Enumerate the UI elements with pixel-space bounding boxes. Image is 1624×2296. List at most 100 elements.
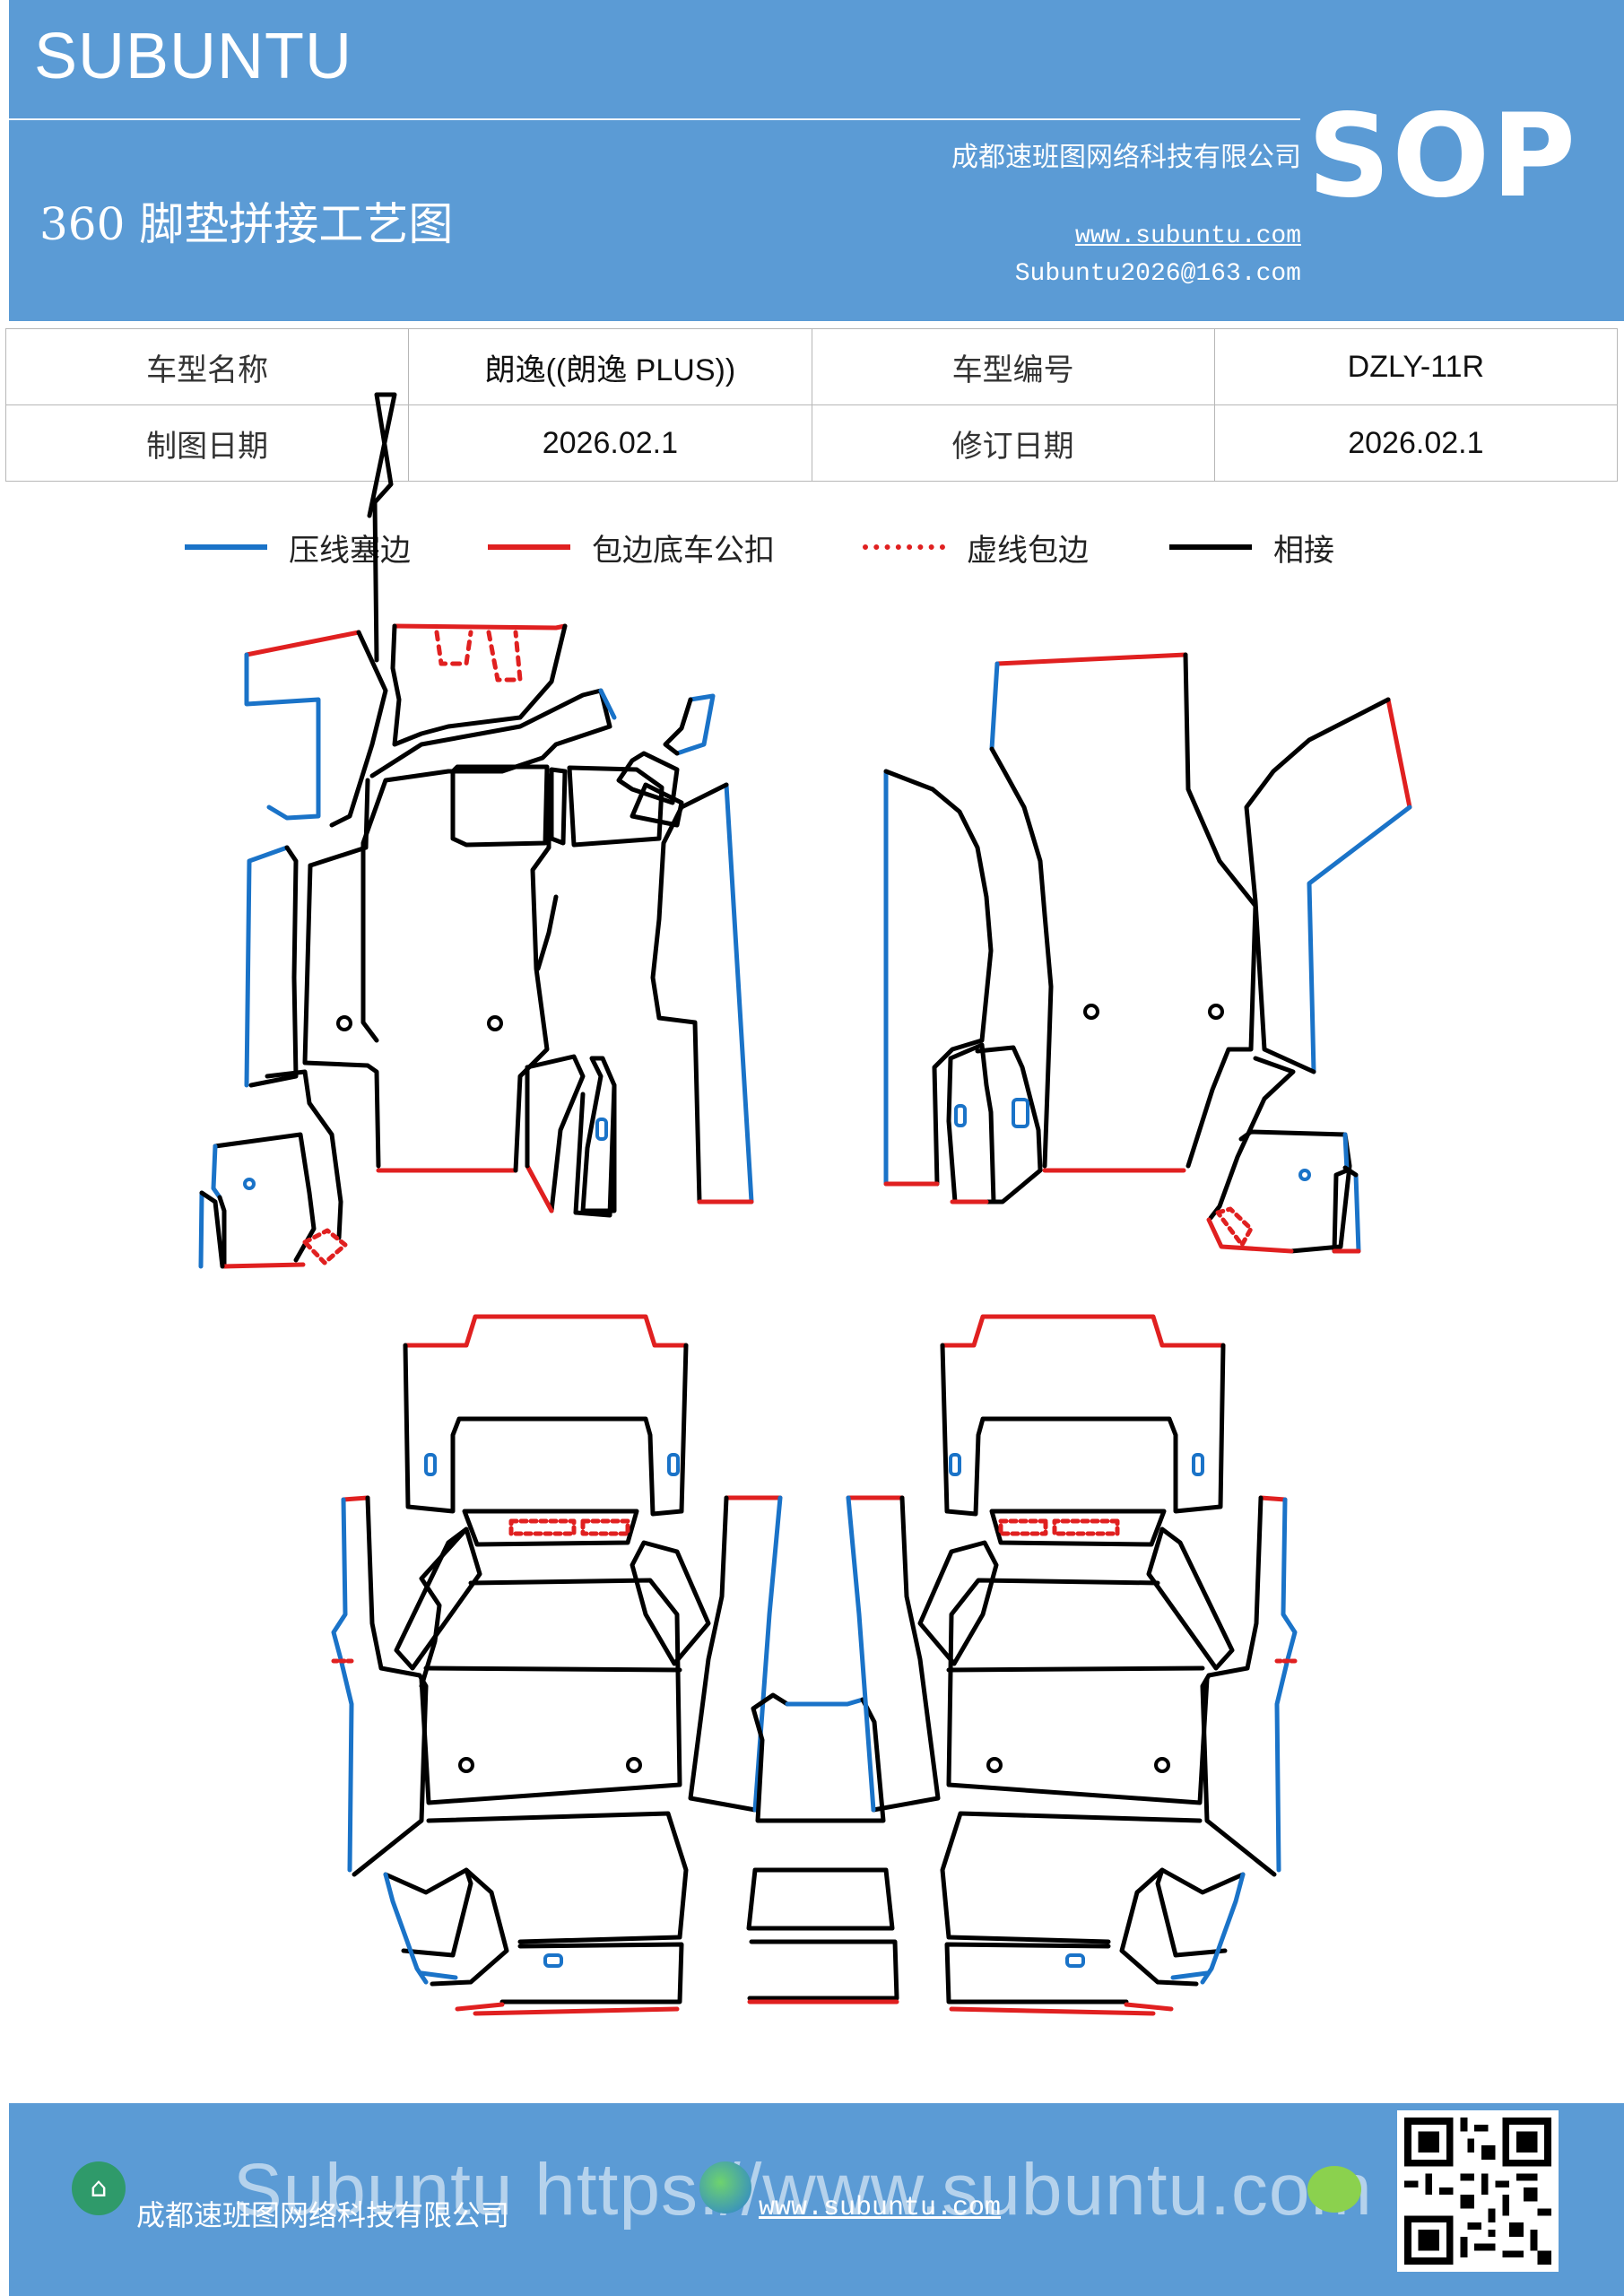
qr-code-graphic	[1404, 2118, 1551, 2265]
mat-piece	[1206, 1217, 1294, 1254]
model-name-label: 车型名称	[4, 328, 410, 405]
mat-piece	[1342, 1132, 1361, 1254]
mat-piece	[525, 1163, 554, 1213]
mat-piece	[724, 782, 754, 1205]
mat-piece	[367, 392, 397, 663]
mat-piece	[630, 782, 684, 828]
mat-hole	[336, 1015, 352, 1031]
legend-swatch-black	[1169, 544, 1252, 550]
mat-piece	[213, 1132, 317, 1263]
table-row: 制图日期 2026.02.1 修订日期 2026.02.1	[4, 404, 1619, 482]
mat-piece	[1244, 697, 1391, 1074]
mat-clip-slot	[949, 1453, 961, 1476]
legend-label: 虚线包边	[967, 532, 1089, 569]
mat-piece	[616, 751, 680, 805]
mat-piece	[499, 1942, 684, 2005]
mat-piece	[1183, 652, 1258, 1169]
mat-clip-slot	[1192, 1453, 1204, 1476]
mat-piece	[244, 630, 361, 657]
legend-swatch-red	[488, 544, 570, 550]
mat-piece	[341, 1495, 370, 1502]
mat-piece	[940, 1314, 1226, 1348]
globe-icon	[699, 2161, 751, 2213]
mat-piece	[221, 1262, 306, 1269]
company-name: 成都速班图网络科技有限公司	[951, 142, 1301, 173]
mat-piece	[525, 1054, 586, 1213]
footer-company: 成都速班图网络科技有限公司	[136, 2198, 510, 2232]
mat-piece	[846, 1495, 876, 1813]
revision-date-value: 2026.02.1	[1213, 404, 1619, 482]
mat-piece	[1332, 1165, 1359, 1254]
legend-swatch-red-dotted	[863, 544, 945, 550]
mat-piece	[450, 764, 550, 848]
mat-piece	[423, 1665, 682, 1673]
mat-piece	[746, 1867, 895, 1931]
mat-piece	[989, 746, 1054, 1169]
sop-label: SOP	[1307, 90, 1577, 223]
revision-date-label: 修订日期	[811, 404, 1215, 482]
mat-piece	[434, 630, 523, 683]
mat-piece	[419, 1578, 682, 1805]
header-banner: SUBUNTU 360 脚垫拼接工艺图 成都速班图网络科技有限公司 www.su…	[9, 0, 1624, 321]
mat-piece	[871, 1495, 941, 1813]
wechat-icon	[1307, 2166, 1361, 2213]
rear-right-mat	[846, 1314, 1298, 2016]
footer-website-link[interactable]: www.subuntu.com	[759, 2193, 1002, 2223]
mat-piece	[946, 1665, 1205, 1673]
mat-piece	[455, 2002, 680, 2016]
mat-piece	[403, 1343, 689, 1517]
vehicle-info-table: 车型名称 朗逸((朗逸 PLUS)) 车型编号 DZLY-11R 制图日期 20…	[4, 328, 1619, 482]
mat-clip-slot	[954, 1104, 967, 1127]
mat-clip-slot	[1065, 1953, 1085, 1968]
mat-piece	[598, 688, 617, 720]
mat-piece	[244, 845, 290, 1088]
header-divider	[9, 118, 1300, 120]
home-icon: ⌂	[72, 2161, 126, 2215]
mat-piece	[747, 1939, 899, 2001]
mat-piece	[580, 1056, 617, 1213]
mat-piece	[1155, 1867, 1246, 1958]
floor-mat-diagram	[198, 392, 1412, 2016]
mat-piece	[940, 1343, 1226, 1517]
mat-piece	[1215, 1206, 1254, 1248]
mat-piece	[1258, 1495, 1288, 1502]
legend-label: 相接	[1273, 532, 1334, 569]
mat-piece	[1119, 1867, 1199, 1987]
website-link[interactable]: www.subuntu.com	[1074, 222, 1301, 250]
brand-name: SUBUNTU	[34, 21, 353, 92]
mat-piece	[1208, 1056, 1296, 1221]
mat-hole	[1083, 1004, 1099, 1020]
rear-left-mat	[331, 1314, 783, 2016]
mat-piece	[944, 1942, 1129, 2005]
mat-piece	[946, 1578, 1210, 1805]
mat-piece	[785, 1697, 865, 1707]
footer-banner: Subuntu https://www.subuntu.com ⌂ 成都速班图网…	[9, 2103, 1624, 2296]
mat-piece	[352, 1495, 429, 1877]
mat-piece	[390, 623, 568, 747]
mat-piece	[199, 1190, 225, 1269]
mat-piece	[419, 1970, 458, 1980]
draw-date-value: 2026.02.1	[408, 404, 812, 482]
mat-clip-slot	[424, 1453, 437, 1476]
mat-piece	[1385, 697, 1412, 810]
mat-piece	[674, 693, 716, 756]
mat-hole	[986, 1757, 1003, 1773]
mat-piece	[1200, 1495, 1277, 1877]
mat-piece	[403, 1314, 689, 1348]
mat-piece	[994, 652, 1188, 666]
mat-clip-slot	[543, 1953, 563, 1968]
mat-piece	[989, 661, 1000, 752]
legend-item-dotted-edge: 虚线包边	[863, 525, 1089, 570]
mat-piece	[430, 1867, 509, 1987]
mat-piece	[302, 863, 381, 1169]
email-address[interactable]: Subuntu2026@163.com	[1014, 260, 1301, 288]
mat-piece	[630, 1540, 711, 1666]
mat-piece	[883, 769, 994, 1187]
legend-item-press-line: 压线塞边	[185, 525, 411, 570]
mat-piece	[211, 1144, 222, 1200]
mat-piece	[331, 1497, 354, 1873]
legend-label: 压线塞边	[289, 532, 411, 569]
legend-swatch-blue	[185, 544, 267, 550]
mat-piece	[1274, 1497, 1298, 1873]
mat-piece	[462, 1509, 639, 1547]
